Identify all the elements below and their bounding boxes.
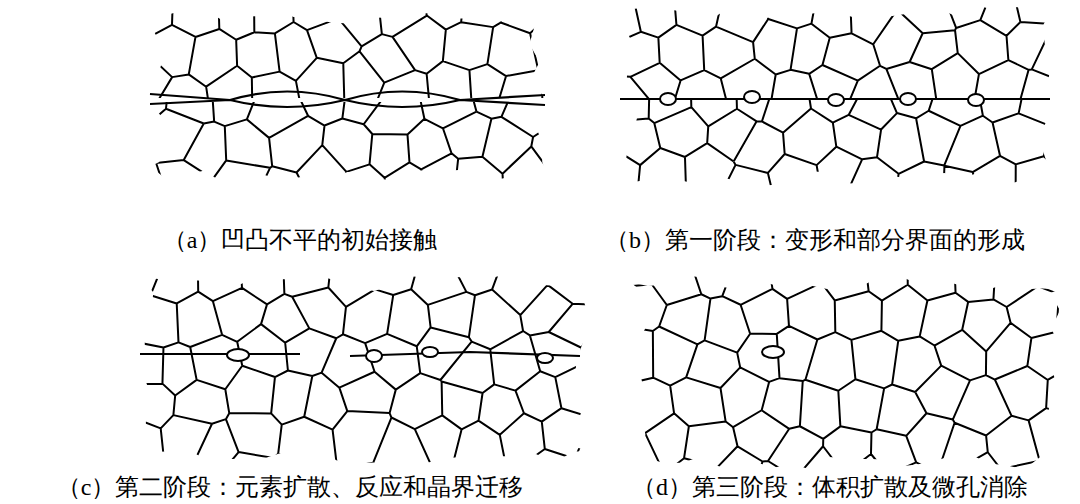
grain-network	[600, 245, 1080, 500]
panel-caption: （b）第一阶段：变形和部分界面的形成	[605, 226, 1025, 255]
micro-pore	[900, 93, 916, 105]
micro-pore	[422, 347, 438, 357]
grain-network	[120, 72, 575, 212]
interface-line	[150, 100, 545, 107]
panel-caption: （a）凹凸不平的初始接触	[163, 226, 438, 255]
interface-line	[140, 353, 300, 355]
micro-pore	[660, 93, 676, 105]
panel-caption: （d）第三阶段：体积扩散及微孔消除	[632, 473, 1028, 502]
micro-pore	[762, 346, 784, 358]
grain-network	[592, 0, 1080, 129]
micro-pore	[744, 91, 760, 103]
interface-line	[150, 92, 545, 101]
grain-network	[110, 245, 620, 495]
micro-pore	[828, 94, 844, 106]
panel-caption: （c）第二阶段：元素扩散、反应和晶界迁移	[57, 473, 524, 502]
micro-pore	[537, 353, 553, 363]
micro-pore	[227, 349, 249, 361]
micro-pore	[366, 350, 382, 362]
grain-network	[120, 0, 575, 128]
grain-network	[592, 69, 1080, 217]
micro-pore	[968, 94, 984, 106]
